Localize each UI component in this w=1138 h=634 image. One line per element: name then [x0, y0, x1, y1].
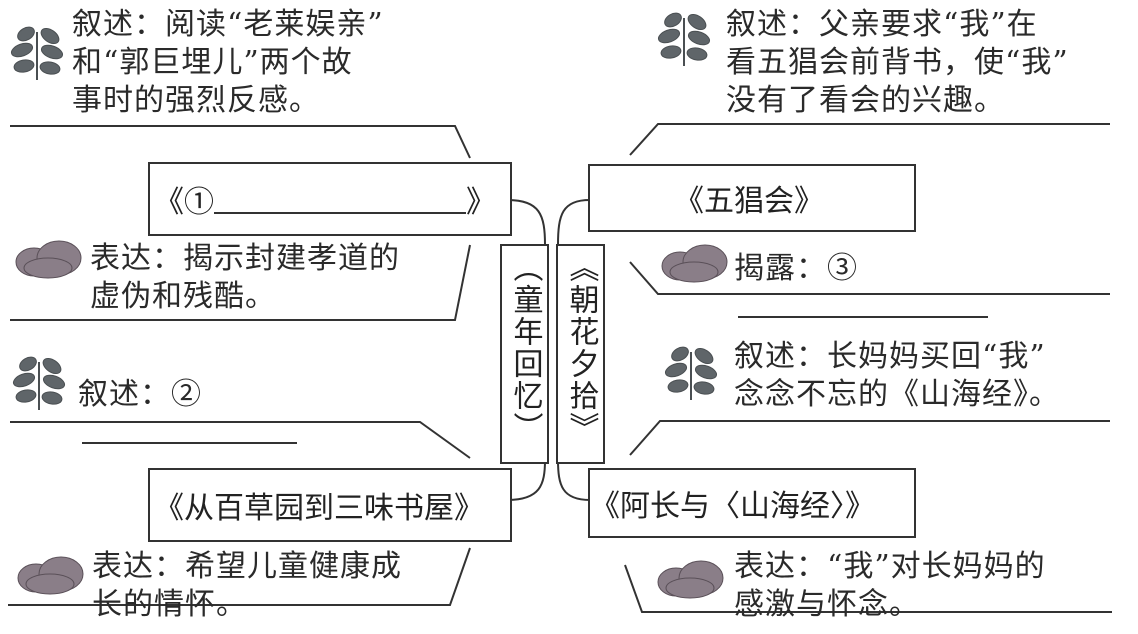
left-expression-2: 表达：希望儿童健康成 长的情怀。	[92, 548, 402, 624]
cloud-icon	[656, 556, 726, 600]
leaf-icon	[10, 350, 68, 412]
left-top-narration: 叙述：阅读“老莱娱亲” 和“郭巨埋儿”两个故 事时的强烈反感。	[72, 6, 384, 120]
leaf-icon	[655, 6, 713, 68]
cloud-icon	[14, 236, 84, 280]
answer-blank-1[interactable]	[214, 184, 466, 214]
answer-blank-2[interactable]	[82, 414, 297, 444]
right-narration-2: 叙述：长妈妈买回“我” 念念不忘的《山海经》。	[734, 338, 1060, 414]
left-narration-2: 叙述：②	[78, 376, 297, 444]
left-expression-1: 表达：揭示封建孝道的 虚伪和残酷。	[90, 240, 400, 316]
center-subtitle-box: （童年回忆）	[500, 244, 549, 464]
right-expression-2: 表达：“我”对长妈妈的 感激与怀念。	[734, 548, 1046, 624]
cloud-icon	[660, 240, 730, 284]
center-subtitle: （童年回忆）	[507, 246, 543, 444]
right-reveal: 揭露：③	[734, 250, 988, 318]
right-title-box-1: 《五猖会》	[588, 164, 916, 232]
left-title-2: 《从百草园到三味书屋》	[154, 483, 484, 527]
left-title-box-1: 《① 》	[148, 162, 512, 236]
leaf-icon	[662, 340, 720, 402]
center-title-box: 《朝花夕拾》	[556, 244, 605, 464]
leaf-icon	[8, 20, 66, 82]
left-title-1: 《①	[154, 177, 214, 221]
right-top-narration: 叙述：父亲要求“我”在 看五猖会前背书，使“我” 没有了看会的兴趣。	[726, 6, 1069, 120]
right-title-1: 《五猖会》	[674, 176, 824, 220]
cloud-icon	[16, 552, 86, 596]
right-title-box-2: 《阿长与〈山海经〉》	[588, 468, 916, 538]
left-title-box-2: 《从百草园到三味书屋》	[148, 468, 512, 542]
right-title-2: 《阿长与〈山海经〉》	[590, 481, 875, 525]
answer-blank-3[interactable]	[738, 288, 988, 318]
center-title: 《朝花夕拾》	[563, 246, 599, 444]
